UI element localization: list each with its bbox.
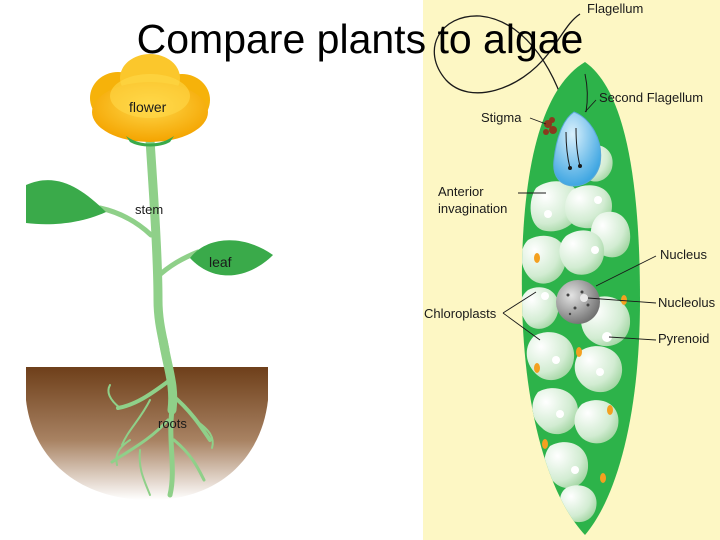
plant-diagram: flower stem leaf roots <box>26 54 273 500</box>
pyrenoid-label: Pyrenoid <box>658 331 709 346</box>
slide-title: Compare plants to algae <box>136 16 584 62</box>
anterior-invagination-label-line2: invagination <box>438 201 507 216</box>
stem-shape <box>145 135 170 355</box>
roots-label: roots <box>158 416 187 431</box>
soil-pot <box>26 367 268 500</box>
flagellum-shape <box>433 13 581 119</box>
stem-label: stem <box>135 202 163 217</box>
flower-label: flower <box>129 99 167 115</box>
nucleolus-shape <box>580 294 588 302</box>
leader-lines <box>502 99 657 341</box>
nucleus-shape <box>556 280 600 324</box>
euglena-diagram: Flagellum Second Flagellum Stigma Anteri… <box>423 0 720 540</box>
anterior-invagination-label-line1: Anterior <box>438 184 484 199</box>
left-leaf-shape <box>26 180 106 225</box>
second-flagellum-label: Second Flagellum <box>599 90 703 105</box>
stigma-label: Stigma <box>481 110 522 125</box>
leaf-label: leaf <box>209 254 232 270</box>
flower-shape <box>90 54 210 147</box>
roots-shape <box>107 335 214 498</box>
nucleolus-label: Nucleolus <box>658 295 716 310</box>
chloroplasts-label: Chloroplasts <box>424 306 497 321</box>
leaf-shape <box>190 240 273 276</box>
flagellum-label: Flagellum <box>587 1 643 16</box>
pyrenoid-shape <box>602 332 612 342</box>
stigma-shape <box>543 117 557 135</box>
nucleus-label: Nucleus <box>660 247 707 262</box>
